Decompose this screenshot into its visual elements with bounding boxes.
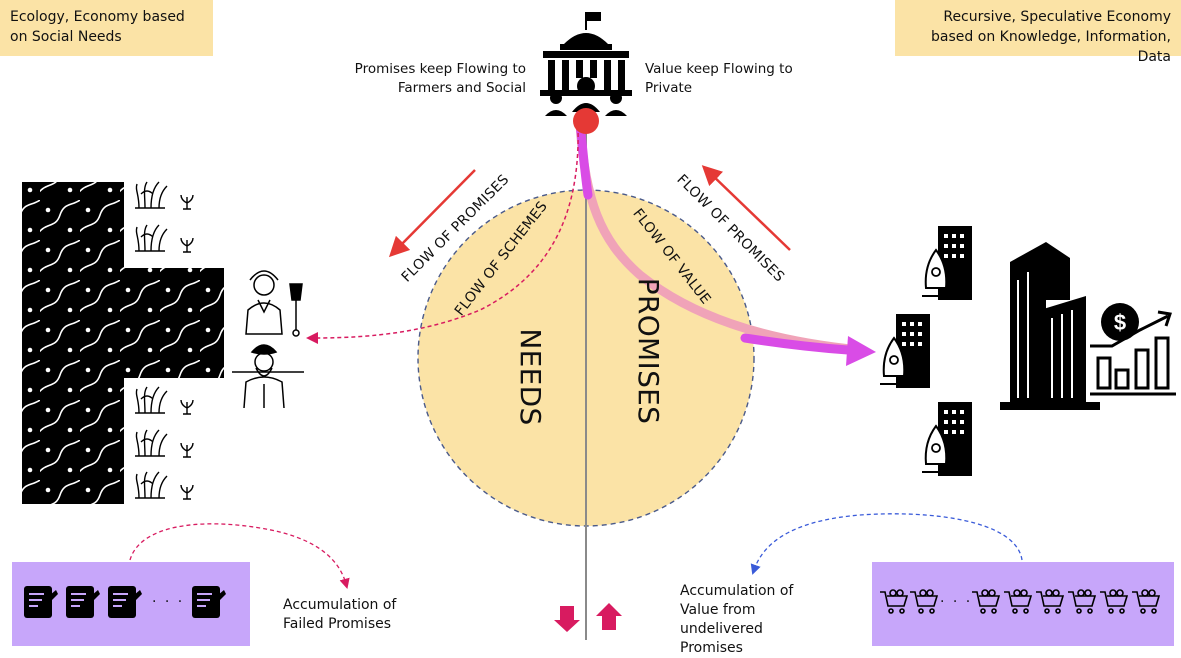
needs-word: NEEDS bbox=[514, 317, 547, 437]
carts-ellipsis-text: · · · bbox=[940, 594, 973, 610]
document-icons bbox=[24, 586, 226, 618]
label-promises-to-farmers: Promises keep Flowing to Farmers and Soc… bbox=[340, 60, 526, 98]
documents-ellipsis-text: · · · bbox=[152, 594, 185, 610]
undelivered-value-box bbox=[872, 562, 1174, 646]
flow-of-value-arrowhead bbox=[846, 336, 876, 366]
undelivered-value-arc bbox=[750, 513, 1023, 575]
label-undelivered-value: Accumulation of Value from undelivered P… bbox=[680, 582, 830, 658]
down-arrow bbox=[554, 606, 580, 632]
flow-of-schemes-curve bbox=[306, 125, 579, 344]
left-flow-arrow bbox=[388, 169, 476, 258]
origin-dot bbox=[573, 108, 599, 134]
promises-word-text: PROMISES bbox=[632, 277, 665, 425]
rocket-building-icons bbox=[880, 226, 972, 476]
plant-icons bbox=[135, 181, 194, 500]
documents-ellipsis: · · · bbox=[152, 594, 184, 610]
farmer-woman-icon bbox=[245, 270, 303, 337]
right-flow-arrow bbox=[701, 165, 791, 251]
note-speculative-economy-text: Recursive, Speculative Economy based on … bbox=[931, 9, 1171, 65]
flow-of-value-magenta-end bbox=[740, 333, 853, 355]
note-speculative-economy: Recursive, Speculative Economy based on … bbox=[895, 0, 1181, 65]
parliament-icon bbox=[540, 12, 632, 116]
terrain-block-middle bbox=[124, 268, 224, 378]
up-arrow bbox=[596, 603, 622, 630]
needs-word-text: NEEDS bbox=[514, 328, 547, 426]
note-social-needs: Ecology, Economy based on Social Needs bbox=[0, 0, 213, 56]
label-failed-promises: Accumulation of Failed Promises bbox=[283, 596, 413, 634]
promises-word: PROMISES bbox=[632, 271, 665, 431]
label-promises-to-farmers-text: Promises keep Flowing to Farmers and Soc… bbox=[354, 61, 526, 96]
farmer-man-icon bbox=[232, 344, 304, 409]
label-failed-promises-text: Accumulation of Failed Promises bbox=[283, 597, 397, 632]
carts-ellipsis: · · · bbox=[940, 594, 972, 610]
cart-icons bbox=[880, 589, 1161, 614]
failed-promises-arc bbox=[129, 523, 350, 590]
skyscraper-finance-icon: $ bbox=[1000, 242, 1176, 410]
label-value-to-private: Value keep Flowing to Private bbox=[645, 60, 805, 98]
label-value-to-private-text: Value keep Flowing to Private bbox=[645, 61, 793, 96]
note-social-needs-text: Ecology, Economy based on Social Needs bbox=[10, 9, 185, 45]
terrain-block-left bbox=[22, 182, 124, 504]
dollar-glyph: $ bbox=[1114, 310, 1126, 335]
label-undelivered-value-text: Accumulation of Value from undelivered P… bbox=[680, 583, 794, 656]
